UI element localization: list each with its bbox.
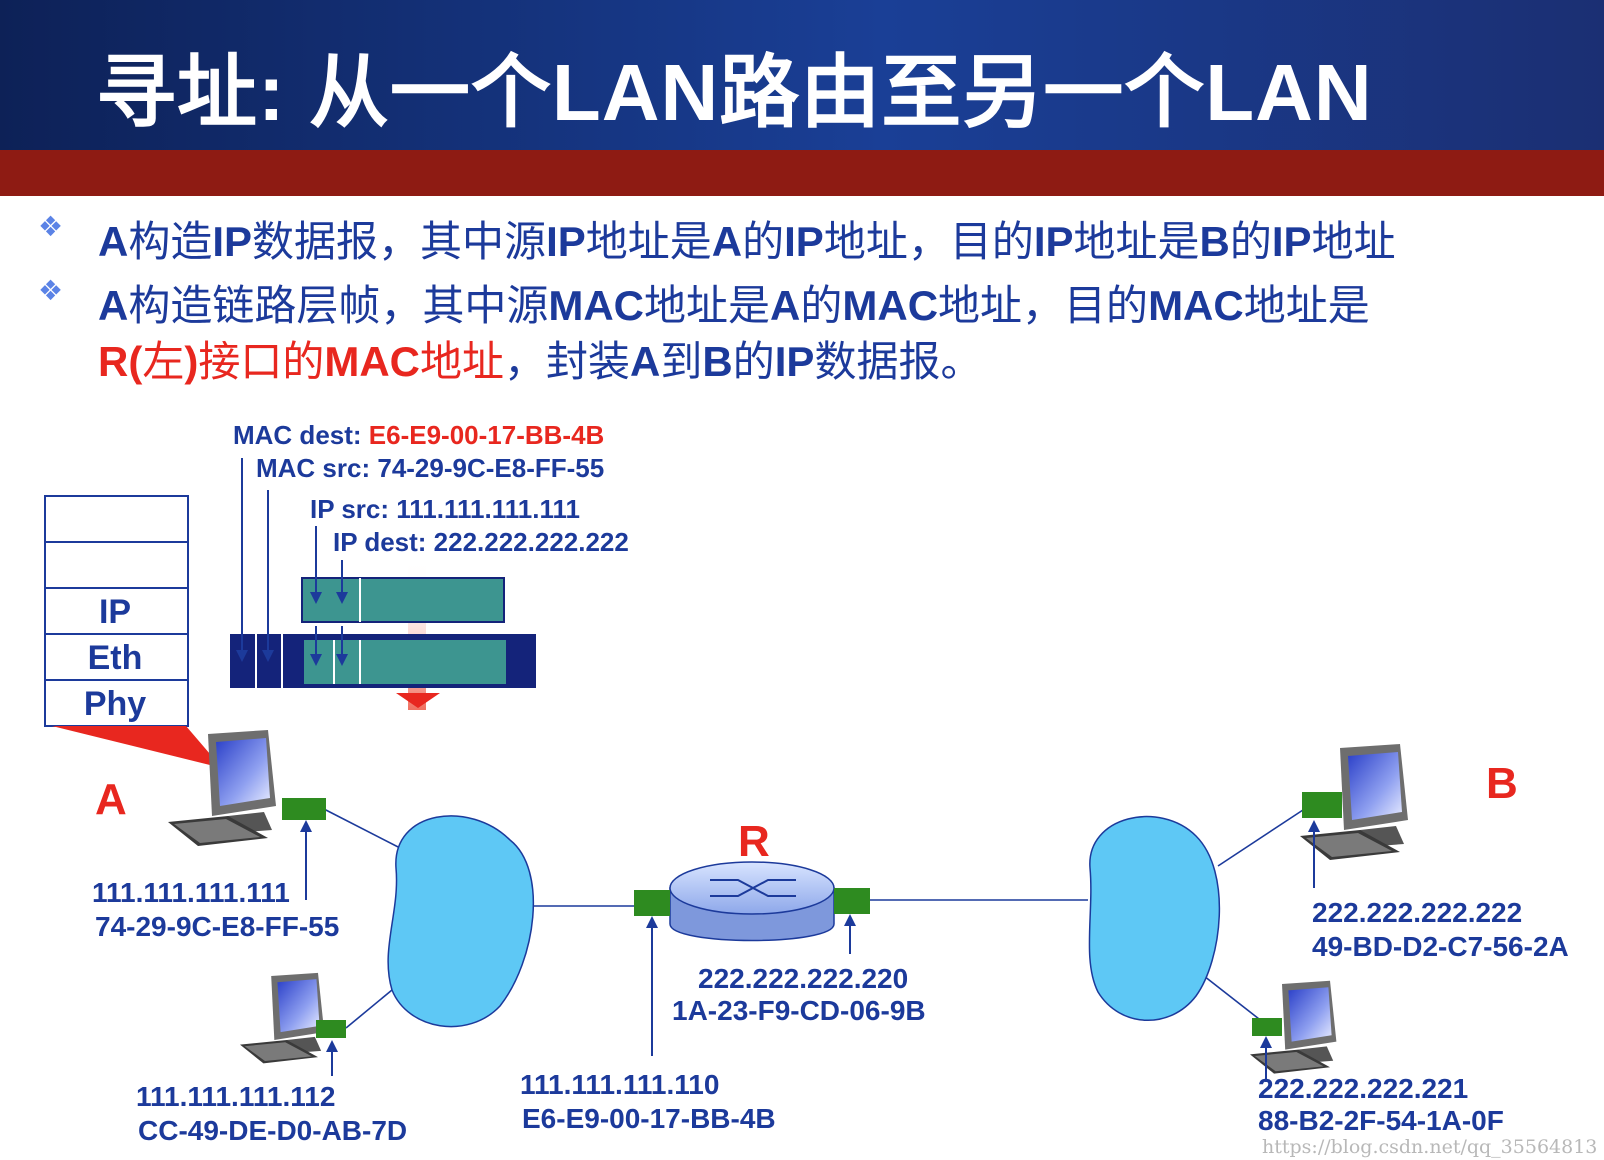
host-a2-nic: [316, 1020, 346, 1038]
links: [321, 807, 1307, 1029]
host-a-label: A: [95, 775, 127, 824]
host-b-nic: [1302, 792, 1342, 818]
bullet-1-text: A构造IP数据报，其中源IP地址是A的IP地址，目的IP地址是B的IP地址: [98, 218, 1396, 265]
router-label: R: [738, 817, 770, 866]
protocol-stack: IP Eth Phy: [44, 495, 189, 727]
router-left-ip: 111.111.111.110: [520, 1069, 719, 1100]
router-right-ip: 222.222.222.220: [698, 963, 908, 994]
host-a-nic: [282, 798, 326, 820]
accent-bar: [0, 150, 1604, 196]
host-b2-nic: [1252, 1018, 1282, 1036]
host-a2-computer-icon: [240, 972, 325, 1064]
host-a-mac: 74-29-9C-E8-FF-55: [95, 911, 339, 942]
diamond-bullet-icon: ❖: [38, 211, 64, 242]
stack-pointer: [52, 726, 222, 768]
router-right-mac: 1A-23-F9-CD-06-9B: [672, 995, 926, 1026]
router-left-nic: [634, 890, 670, 916]
host-b2-mac: 88-B2-2F-54-1A-0F: [1258, 1105, 1504, 1136]
host-a2-mac: CC-49-DE-D0-AB-7D: [138, 1115, 407, 1146]
page-title: 寻址: 从一个LAN路由至另一个LAN: [96, 48, 1373, 137]
router-icon: [669, 861, 835, 942]
host-a2-ip: 111.111.111.112: [136, 1081, 335, 1112]
lan-cloud-right: [1088, 815, 1221, 1021]
router-left-mac: E6-E9-00-17-BB-4B: [522, 1103, 776, 1134]
frame-illustration: MAC dest: E6-E9-00-17-BB-4B MAC src: 74-…: [230, 420, 629, 710]
lan-cloud-left: [387, 815, 535, 1028]
host-a-ip: 111.111.111.111: [92, 877, 290, 908]
bullet-2-line-2: R(左)接口的MAC地址，封装A到B的IP数据报。: [98, 338, 983, 385]
router-right-nic: [834, 888, 870, 914]
title-banner: 寻址: 从一个LAN路由至另一个LAN: [0, 0, 1604, 150]
ip-dest-field: IP dest: 222.222.222.222: [333, 527, 629, 557]
diamond-bullet-icon: ❖: [38, 275, 64, 306]
host-b-ip: 222.222.222.222: [1312, 897, 1522, 928]
bullet-2-line-1: A构造链路层帧，其中源MAC地址是A的MAC地址，目的MAC地址是: [98, 282, 1370, 329]
stack-layer-ip: IP: [99, 593, 131, 631]
mac-dest-field: MAC dest: E6-E9-00-17-BB-4B: [233, 420, 604, 450]
ip-src-field: IP src: 111.111.111.111: [310, 494, 580, 524]
host-b2-ip: 222.222.222.221: [1258, 1073, 1468, 1104]
stack-layer-eth: Eth: [88, 639, 143, 677]
host-b-mac: 49-BD-D2-C7-56-2A: [1312, 931, 1569, 962]
stack-layer-phy: Phy: [84, 685, 146, 723]
host-b-label: B: [1486, 759, 1518, 808]
mac-src-field: MAC src: 74-29-9C-E8-FF-55: [256, 453, 604, 483]
watermark: https://blog.csdn.net/qq_35564813: [1262, 1136, 1598, 1158]
ip-datagram: [301, 577, 505, 623]
address-pointers: [300, 820, 1320, 1082]
